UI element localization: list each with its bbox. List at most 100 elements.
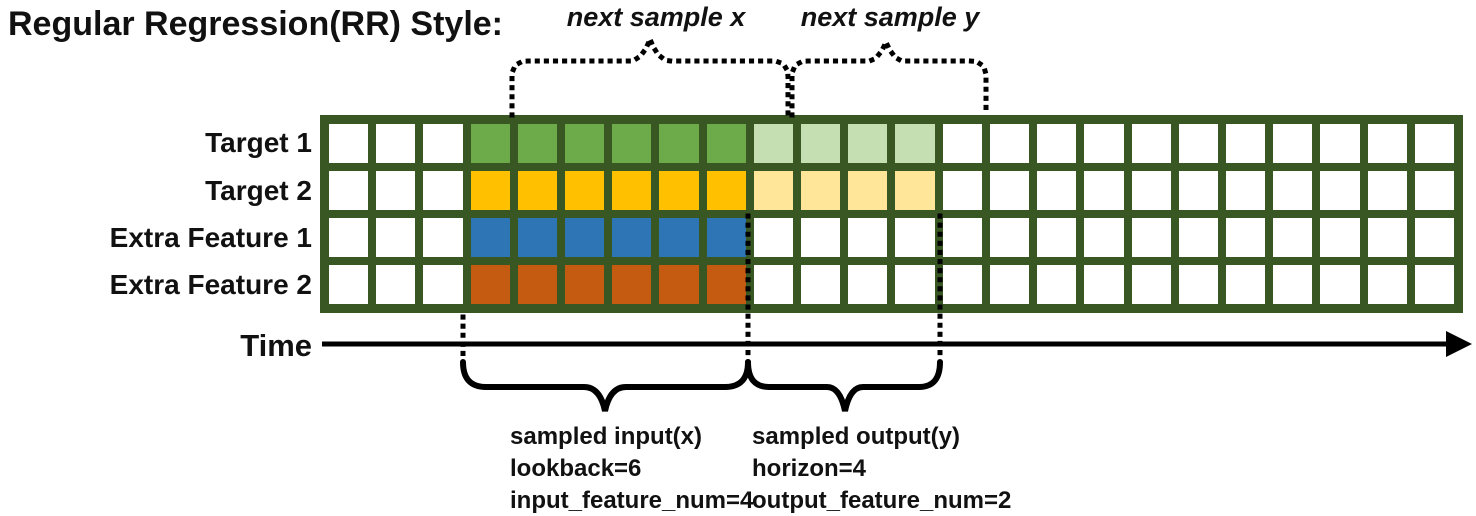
grid-cell bbox=[942, 218, 982, 257]
grid-cell bbox=[1367, 265, 1407, 304]
grid-cell bbox=[848, 171, 888, 210]
grid-cell bbox=[1225, 265, 1266, 304]
grid-cell bbox=[1367, 171, 1407, 210]
grid-cell bbox=[801, 124, 841, 163]
grid-cell bbox=[470, 265, 510, 304]
grid-cell bbox=[1273, 265, 1313, 304]
grid-cell bbox=[1367, 218, 1407, 257]
next-sample-y-label: next sample y bbox=[800, 2, 980, 32]
grid-cell bbox=[1414, 124, 1454, 163]
grid-cell bbox=[801, 218, 841, 257]
time-arrowhead bbox=[1446, 331, 1472, 357]
grid-cell bbox=[659, 124, 699, 163]
grid-cell bbox=[470, 218, 510, 257]
grid-cell bbox=[848, 218, 888, 257]
grid-cell bbox=[376, 265, 416, 304]
grid-cell bbox=[1131, 124, 1171, 163]
grid-cell bbox=[517, 218, 558, 257]
grid-cell bbox=[376, 171, 416, 210]
grid-cell bbox=[1178, 265, 1218, 304]
grid-cell bbox=[517, 171, 558, 210]
grid-cell bbox=[517, 265, 558, 304]
input-feature-num-line: input_feature_num=4 bbox=[510, 487, 754, 514]
grid-cell bbox=[1084, 265, 1124, 304]
grid-cell bbox=[1084, 124, 1124, 163]
grid-cell bbox=[1178, 124, 1218, 163]
grid-cell bbox=[1084, 171, 1124, 210]
row-label-target-1: Target 1 bbox=[205, 127, 312, 158]
grid-cell bbox=[1131, 218, 1171, 257]
grid-cell bbox=[376, 218, 416, 257]
grid-cell bbox=[989, 218, 1030, 257]
sampled-input-annotation: sampled input(x) lookback=6 input_featur… bbox=[510, 421, 753, 516]
grid-cell bbox=[329, 124, 369, 163]
grid-cell bbox=[1037, 124, 1077, 163]
row-label-extra-feature-1: Extra Feature 1 bbox=[109, 222, 312, 253]
grid-cell bbox=[801, 265, 841, 304]
sampled-input-line: sampled input(x) bbox=[510, 423, 703, 450]
grid-cell bbox=[895, 171, 935, 210]
grid-cell bbox=[470, 171, 510, 210]
grid-cell bbox=[1225, 171, 1266, 210]
grid-cell bbox=[1037, 218, 1077, 257]
grid-cell bbox=[942, 171, 982, 210]
grid-cell bbox=[1320, 171, 1360, 210]
grid-cell bbox=[895, 124, 935, 163]
grid-cell bbox=[1084, 218, 1124, 257]
grid-cell bbox=[659, 218, 699, 257]
sampled-output-annotation: sampled output(y) horizon=4 output_featu… bbox=[752, 421, 1011, 516]
sampled-output-line: sampled output(y) bbox=[752, 423, 960, 450]
grid-cell bbox=[1037, 171, 1077, 210]
grid-cell bbox=[753, 171, 794, 210]
grid-cell bbox=[470, 124, 510, 163]
grid-cell bbox=[423, 265, 463, 304]
grid-cell bbox=[1037, 265, 1077, 304]
figure-title: Regular Regression(RR) Style: bbox=[8, 5, 503, 43]
grid-cell bbox=[612, 265, 652, 304]
sampled-input-brace bbox=[460, 359, 751, 412]
grid-cell bbox=[565, 171, 605, 210]
grid-cell bbox=[612, 124, 652, 163]
grid-cell bbox=[848, 265, 888, 304]
grid-cell bbox=[565, 265, 605, 304]
grid-cell bbox=[1225, 124, 1266, 163]
grid-cell bbox=[1273, 124, 1313, 163]
next-sample-x-brace bbox=[509, 31, 791, 118]
grid-cell bbox=[329, 218, 369, 257]
sampled-output-brace bbox=[745, 359, 943, 412]
grid-cell bbox=[1414, 171, 1454, 210]
grid-cell bbox=[706, 124, 746, 163]
grid-cell bbox=[1131, 171, 1171, 210]
grid-cell bbox=[753, 265, 794, 304]
grid-cell bbox=[753, 218, 794, 257]
grid-cell bbox=[706, 265, 746, 304]
grid-cell bbox=[423, 124, 463, 163]
grid-cell bbox=[895, 265, 935, 304]
grid-cell bbox=[1273, 171, 1313, 210]
grid-cell bbox=[895, 218, 935, 257]
grid-cell bbox=[989, 265, 1030, 304]
grid-cell bbox=[1414, 218, 1454, 257]
grid-cell bbox=[942, 265, 982, 304]
grid-cell bbox=[1131, 265, 1171, 304]
grid-cell bbox=[989, 124, 1030, 163]
grid-cell bbox=[942, 124, 982, 163]
grid-cell bbox=[1178, 218, 1218, 257]
grid-cell bbox=[659, 171, 699, 210]
grid-cell bbox=[1320, 265, 1360, 304]
grid-cell bbox=[329, 265, 369, 304]
grid-cell bbox=[612, 218, 652, 257]
row-label-extra-feature-2: Extra Feature 2 bbox=[109, 269, 312, 300]
grid-cell bbox=[1273, 218, 1313, 257]
grid-cell bbox=[801, 171, 841, 210]
grid-cell bbox=[329, 171, 369, 210]
grid-cell bbox=[659, 265, 699, 304]
grid-cell bbox=[706, 171, 746, 210]
sample-grid bbox=[320, 115, 1463, 313]
grid-cell bbox=[1320, 218, 1360, 257]
output-feature-num-line: output_feature_num=2 bbox=[752, 487, 1012, 514]
grid-cell bbox=[1367, 124, 1407, 163]
grid-cell bbox=[1225, 218, 1266, 257]
time-arrow bbox=[322, 331, 1472, 357]
